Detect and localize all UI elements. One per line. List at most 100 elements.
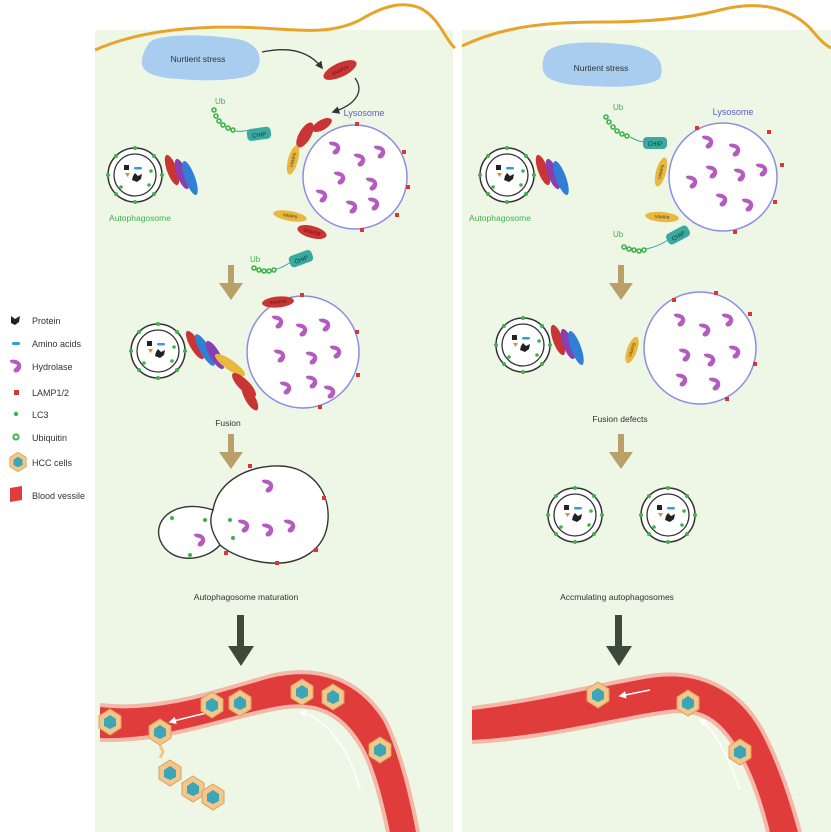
lamp-markers-right-defect <box>672 291 757 401</box>
snare-stx17-left-top <box>296 122 314 148</box>
svg-text:VAMP8: VAMP8 <box>657 164 666 180</box>
autophagosome-right-defect <box>493 315 553 375</box>
blood-vessel-icon <box>10 486 22 502</box>
autophagosome-accum-1 <box>545 485 605 545</box>
lamp-markers-left-fusion <box>300 293 360 409</box>
lamp-icon <box>14 390 19 395</box>
hcc-cell-icon <box>9 451 27 473</box>
svg-text:VAMP8: VAMP8 <box>289 152 298 168</box>
lamp-markers-left-top <box>355 122 410 232</box>
svg-text:VAMP8: VAMP8 <box>282 212 298 220</box>
ubiquitin-icon <box>12 433 20 441</box>
vessel-wall-left-bottom <box>99 704 390 832</box>
stress-arrow-left-2 <box>331 77 360 114</box>
lysosome-label-left: Lysosome <box>344 108 385 118</box>
legend-amino-label: Amino acids <box>32 339 82 349</box>
nutrient-stress-cloud-left <box>141 35 260 81</box>
autophagosome-left-top <box>105 145 165 205</box>
vamp8-left-mid: VAMP8 <box>273 210 307 222</box>
legend: Protein Amino acids Hydrolase LAMP1/2 LC… <box>9 316 85 502</box>
ubiquitin-chain-left-top <box>211 107 236 133</box>
autophagosome-accum-2 <box>638 485 698 545</box>
ubiquitin-chain-left-low <box>251 265 277 274</box>
svg-text:CHIP: CHIP <box>294 255 310 266</box>
chip-protein-right-top: CHIP <box>643 137 667 149</box>
vessel-wall-left-top <box>99 670 420 832</box>
hydrolase-icon <box>10 359 22 373</box>
arrow-tan-left-1 <box>219 265 243 300</box>
nutrient-stress-cloud-right <box>542 42 662 87</box>
maturation-label: Autophagosome maturation <box>194 592 299 602</box>
protein-icon <box>11 316 20 325</box>
cell-membrane-left <box>94 3 457 52</box>
snap29-protein-top-left: SNAP29 <box>323 60 357 80</box>
svg-text:SNAP29: SNAP29 <box>303 227 321 236</box>
svg-text:VAMP8: VAMP8 <box>654 214 670 220</box>
flow-arrow-right-2 <box>618 689 651 699</box>
lamp-markers-autolysosome <box>224 464 326 565</box>
svg-text:CHIP: CHIP <box>648 142 662 148</box>
vessel-wall-right-top <box>471 672 802 832</box>
nutrient-stress-label-left: Nurtient stress <box>171 54 226 64</box>
cell-membrane-right <box>461 4 831 50</box>
snare-complex-autophagosome-left <box>164 154 198 196</box>
fusion-defects-label: Fusion defects <box>592 414 647 424</box>
lysosome-label-right: Lysosome <box>713 107 754 117</box>
snap29-left-fusion-top: SNAP29 <box>262 296 294 308</box>
amino-acid-icon <box>12 342 20 345</box>
blood-vessel-left <box>100 672 418 832</box>
svg-text:CHIP: CHIP <box>252 132 267 140</box>
snare-complex-right-defect <box>550 324 584 366</box>
snap29-left-mid: SNAP29 <box>297 225 327 239</box>
arrow-tan-left-2 <box>219 434 243 469</box>
arrow-tan-right-2 <box>609 434 633 469</box>
lysosome-left-top <box>302 124 408 230</box>
svg-text:VAMP8: VAMP8 <box>627 342 637 358</box>
autophagosome-label-left: Autophagosome <box>109 213 171 223</box>
svg-text:SNAP29: SNAP29 <box>269 299 287 306</box>
lamp-markers-right-top <box>695 126 784 234</box>
ubiquitin-chain-right-low <box>621 244 647 254</box>
legend-protein-label: Protein <box>32 316 61 326</box>
lysosome-left-fusion <box>246 295 360 409</box>
stress-arrow-left-1 <box>261 49 323 70</box>
ub-label-right-low: Ub <box>613 230 624 239</box>
lysosome-right-defect <box>643 291 757 405</box>
blood-vessel-right <box>472 674 800 832</box>
autophagosome-label-right: Autophagosome <box>469 213 531 223</box>
accumulating-label: Accmulating autophagosomes <box>560 592 674 602</box>
vamp8-right-defect: VAMP8 <box>625 336 639 364</box>
legend-lc3-label: LC3 <box>32 410 49 420</box>
chip-protein-left-top: CHIP <box>246 126 272 141</box>
extravasating-cell-trail <box>158 744 165 759</box>
lc3-icon <box>13 411 19 417</box>
chip-protein-left-low: CHIP <box>288 250 314 268</box>
chip-link-right-low <box>645 239 669 250</box>
snare-red-left-top-2 <box>312 118 332 132</box>
ub-label-right-top: Ub <box>613 103 624 112</box>
ub-label-left-top: Ub <box>215 97 226 106</box>
legend-vessel-label: Blood vessile <box>32 491 85 501</box>
legend-hydrolase-label: Hydrolase <box>32 362 73 372</box>
legend-ubiquitin-label: Ubiquitin <box>32 433 67 443</box>
vamp8-right-mid: VAMP8 <box>645 211 679 223</box>
lysosome-right-top <box>668 122 778 232</box>
nutrient-stress-label-right: Nurtient stress <box>574 63 629 73</box>
arrow-tan-right-1 <box>609 265 633 300</box>
autophagosome-right-top <box>477 145 537 205</box>
ubiquitin-chain-right-top <box>603 114 630 139</box>
legend-lamp-label: LAMP1/2 <box>32 388 69 398</box>
arrow-dark-right <box>606 615 632 666</box>
ub-label-left-low: Ub <box>250 255 261 264</box>
flow-arrow-right-1 <box>698 719 741 791</box>
snare-complex-autophagosome-right <box>535 154 569 196</box>
vamp8-left-top: VAMP8 <box>286 145 300 175</box>
vamp8-right-top: VAMP8 <box>654 157 668 187</box>
arrow-dark-left <box>228 615 254 666</box>
snare-complex-left-fusion <box>185 330 259 411</box>
flow-arrow-left-1 <box>298 709 361 791</box>
autophagosome-left-fusion <box>128 321 188 381</box>
legend-hcc-label: HCC cells <box>32 458 73 468</box>
lc3-markers-autolysosome <box>170 516 235 557</box>
